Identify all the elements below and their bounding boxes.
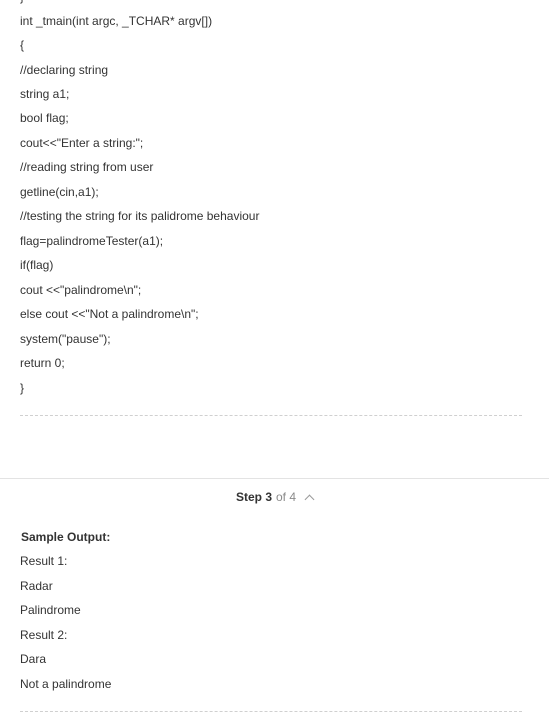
code-line: system("pause"); <box>20 332 111 346</box>
code-line: string a1; <box>20 87 70 101</box>
code-line: cout<<"Enter a string:"; <box>20 136 144 150</box>
output-line: Result 1: <box>20 554 68 568</box>
output-line: Palindrome <box>20 603 81 617</box>
code-line: //testing the string for its palidrome b… <box>20 209 260 223</box>
code-line: flag=palindromeTester(a1); <box>20 234 164 248</box>
code-line: return 0; <box>20 356 65 370</box>
section-divider <box>20 415 522 416</box>
section-divider-bottom <box>20 711 522 712</box>
code-line-partial: } <box>20 0 24 5</box>
code-line: getline(cin,a1); <box>20 185 99 199</box>
code-line: //reading string from user <box>20 160 154 174</box>
chevron-up-icon[interactable] <box>304 494 315 504</box>
step-count: of 4 <box>276 490 297 504</box>
output-title: Sample Output: <box>21 530 111 544</box>
code-line: else cout <<"Not a palindrome\n"; <box>20 307 199 321</box>
step-header-toggle[interactable]: Step 3 of 4 <box>0 478 549 515</box>
code-line: cout <<"palindrome\n"; <box>20 283 142 297</box>
code-line: int _tmain(int argc, _TCHAR* argv[]) <box>20 14 213 28</box>
code-line: //declaring string <box>20 63 109 77</box>
step-label: Step 3 <box>235 490 272 504</box>
code-line: } <box>20 381 25 395</box>
output-line: Result 2: <box>20 628 68 642</box>
output-line: Not a palindrome <box>20 677 112 691</box>
output-line: Dara <box>20 652 47 666</box>
output-line: Radar <box>20 579 53 593</box>
code-line: if(flag) <box>20 258 54 272</box>
code-line: bool flag; <box>20 111 69 125</box>
code-line: { <box>20 38 25 52</box>
